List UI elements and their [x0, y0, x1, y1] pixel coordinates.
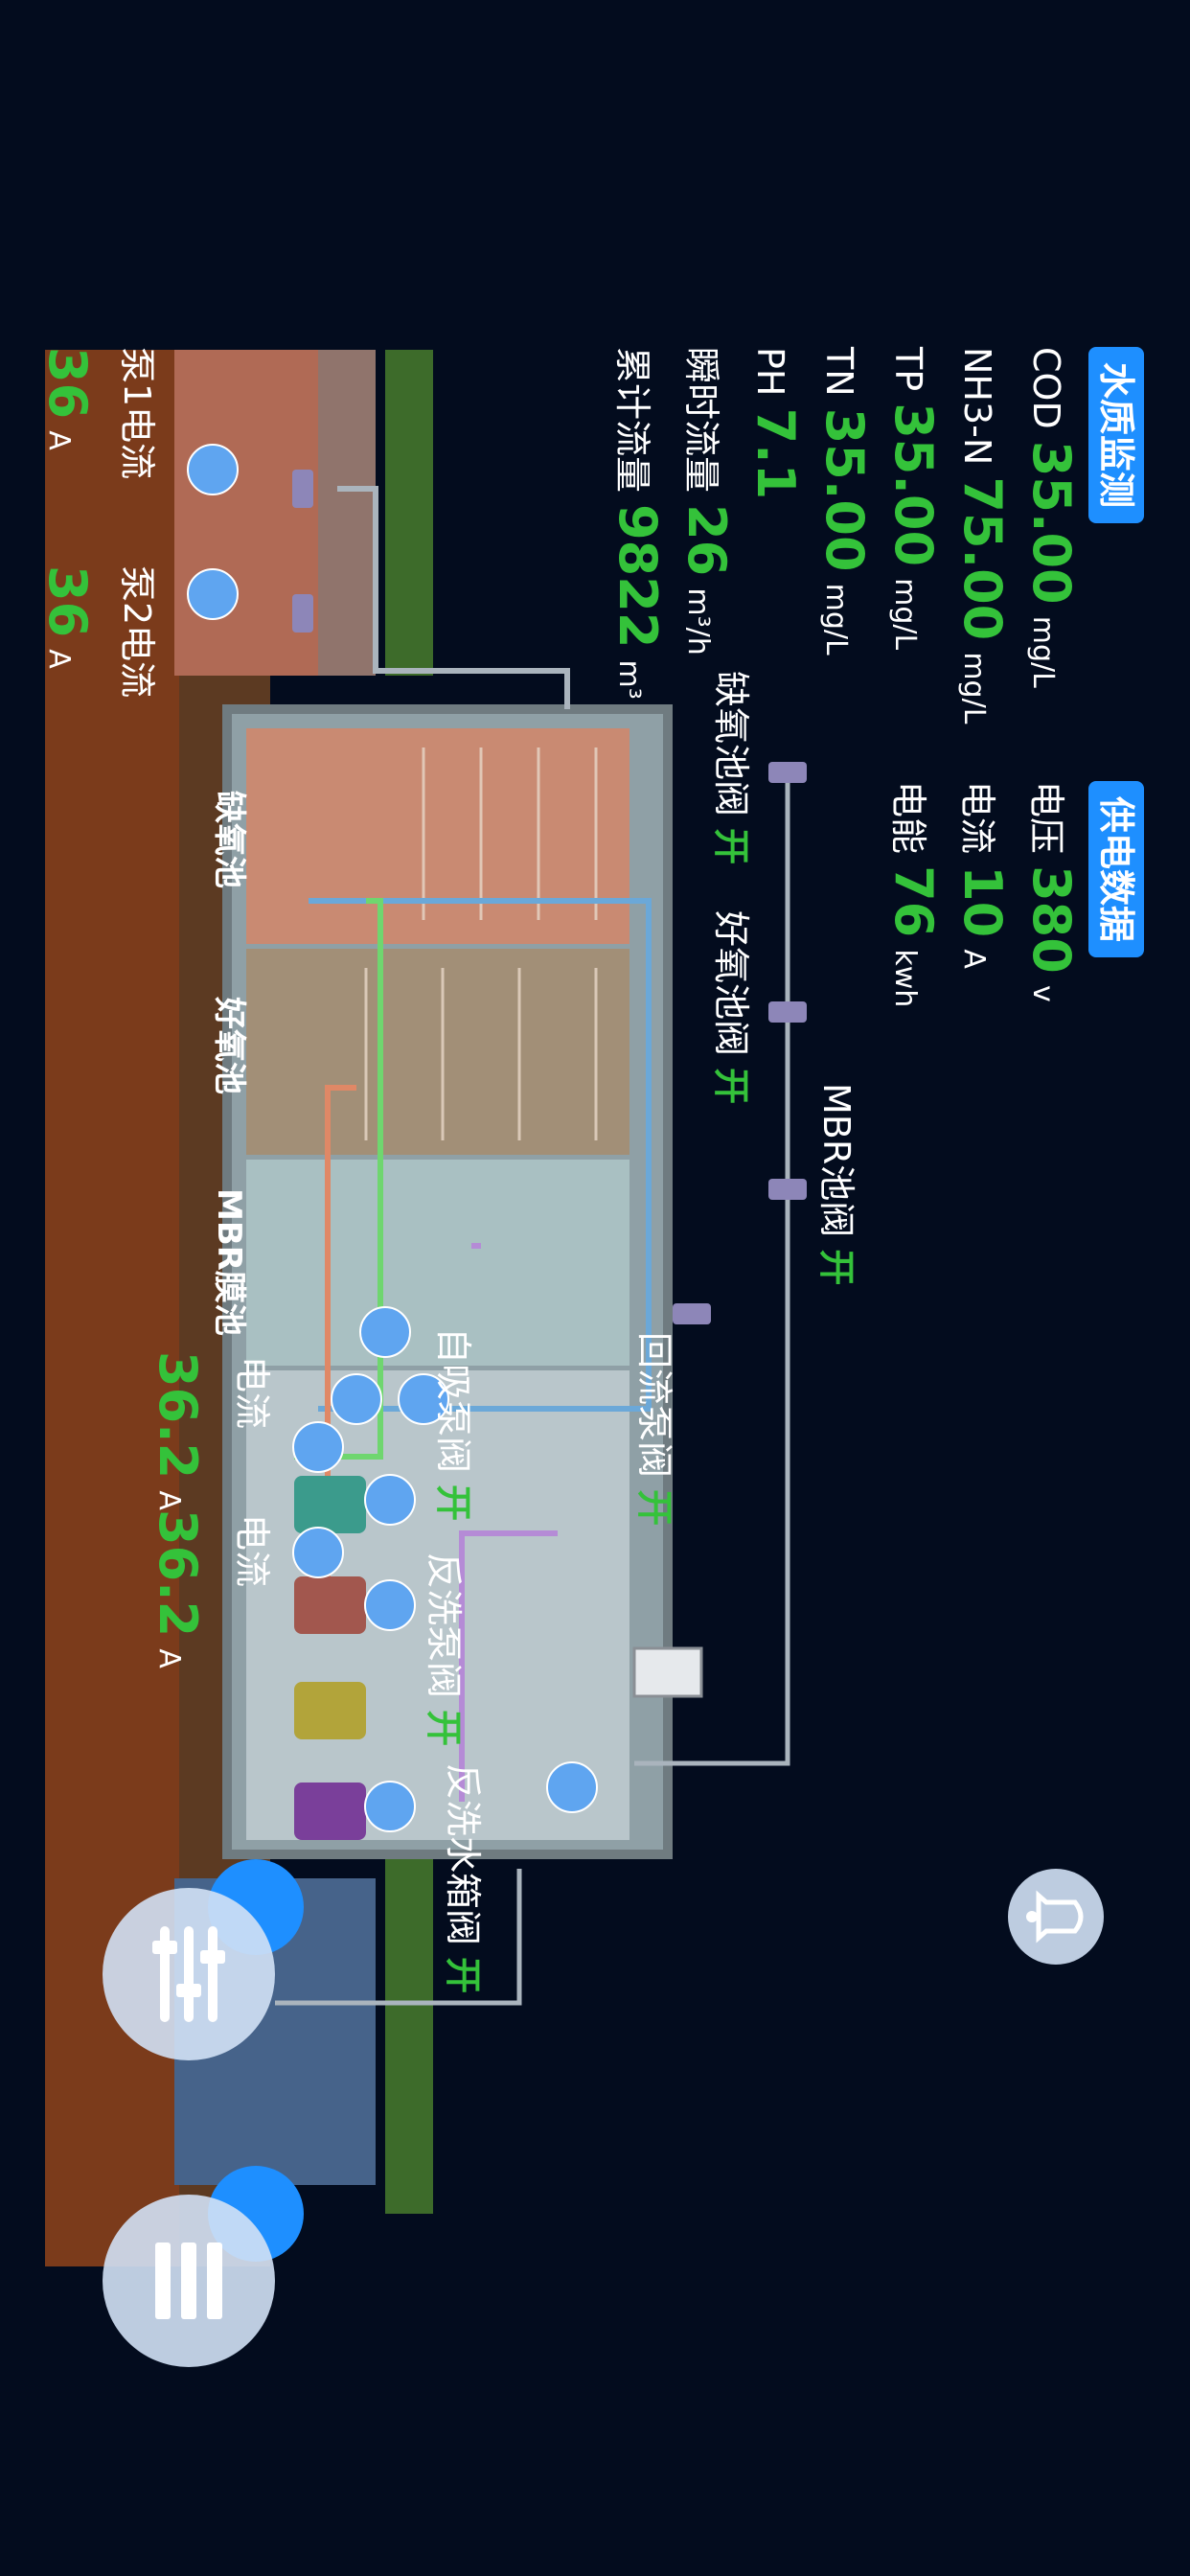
chemical-tank-3 [294, 1682, 366, 1739]
voltage-row: 电压 380 v [1021, 781, 1082, 1002]
fan-icon [364, 1579, 416, 1631]
alarm-button[interactable] [1008, 1869, 1104, 1965]
aerobic-tank-label: 好氧池 [210, 997, 248, 1094]
pump-current-value-1: 36.2 A [148, 1351, 208, 1510]
fan-icon [187, 568, 239, 620]
anoxic-tank-body [246, 728, 629, 944]
bell-icon [1026, 1890, 1084, 1944]
pipe-top [634, 767, 790, 1766]
fan-icon [331, 1373, 382, 1425]
anoxic-tank-label: 缺氧池 [210, 791, 248, 888]
chemical-tank-4 [294, 1782, 366, 1840]
fan-icon [364, 1781, 416, 1832]
fan-icon [546, 1761, 598, 1813]
aerobic-tank-body [246, 949, 629, 1155]
fan-icon [292, 1527, 344, 1578]
fan-icon [364, 1474, 416, 1526]
total-flow-value: 9822 [607, 504, 668, 649]
voltage-value: 380 [1021, 865, 1082, 974]
water-quality-title: 水质监测 [1088, 347, 1144, 524]
bars-icon [155, 2242, 222, 2319]
cod-row: COD 35.00 mg/L [1021, 347, 1082, 688]
aerobic-valve-status[interactable]: 好氧池阀 开 [710, 910, 752, 1105]
mbr-valve-status[interactable]: MBR池阀 开 [815, 1083, 858, 1286]
pipe-inlet [337, 486, 570, 709]
pipe-purple [459, 1530, 558, 1802]
pipe-outlet [275, 1869, 522, 2006]
ph-row: PH 7.1 [745, 347, 806, 500]
total-flow-row: 累计流量 9822 m³ [607, 347, 668, 700]
power-current-row: 电流 10 A [952, 781, 1013, 969]
fan-icon [292, 1421, 344, 1473]
mbr-tank-body [246, 1160, 629, 1366]
chemical-tank-1 [294, 1476, 366, 1533]
reflux-pump-valve-status[interactable]: 回流泵阀 开 [633, 1332, 675, 1527]
energy-row: 电能 76 kwh [883, 781, 944, 1008]
pump2-current-row: 36 A [37, 565, 98, 669]
control-box [632, 1646, 703, 1698]
fan-icon [187, 444, 239, 495]
chemical-tank-2 [294, 1576, 366, 1634]
grass-right [385, 1859, 433, 2214]
cod-value: 35.00 [1021, 440, 1082, 605]
anoxic-valve-status[interactable]: 缺氧池阀 开 [710, 671, 752, 865]
grass-left [385, 350, 433, 676]
sliders-icon [152, 1926, 225, 2022]
instant-flow-value: 26 [676, 504, 737, 577]
ph-value: 7.1 [745, 407, 806, 500]
power-current-value: 10 [952, 865, 1013, 938]
menu-button[interactable] [103, 2195, 275, 2367]
pump-current-value-2: 36.2 A [148, 1509, 208, 1668]
tp-row: TP 35.00 mg/L [883, 347, 944, 651]
soil-strip [45, 350, 184, 2266]
energy-value: 76 [883, 865, 944, 938]
valve-icon-reflux [673, 1303, 711, 1324]
nh3n-value: 75.00 [952, 476, 1013, 641]
self-priming-pump-valve-status[interactable]: 自吸泵阀 开 [432, 1327, 474, 1522]
fan-icon [359, 1306, 411, 1358]
backwash-pump-valve-status[interactable]: 反洗泵阀 开 [423, 1552, 465, 1747]
pump1-current-label: 泵1电流 [116, 347, 158, 480]
pump1-current-row: 36 A [37, 347, 98, 450]
valve-icon-anoxic [768, 762, 807, 783]
valve-icon-aerobic [768, 1001, 807, 1023]
pipe-blue [309, 898, 652, 1412]
pump2-current-label: 泵2电流 [116, 565, 158, 699]
pump-current-label-1: 电流 [231, 1356, 273, 1430]
tn-value: 35.00 [814, 407, 875, 572]
tn-row: TN 35.00 mg/L [814, 347, 875, 656]
power-title: 供电数据 [1088, 781, 1144, 958]
nh3n-row: NH3-N 75.00 mg/L [952, 347, 1013, 724]
mbr-tank-label: MBR膜池 [210, 1188, 248, 1336]
controls-button[interactable] [103, 1888, 275, 2060]
fan-icon [398, 1373, 449, 1425]
backwash-tank-valve-status[interactable]: 反洗水箱阀 开 [442, 1763, 484, 1994]
pump-current-label-2: 电流 [231, 1514, 273, 1588]
valve-icon-mbr [768, 1179, 807, 1200]
instant-flow-row: 瞬时流量 26 m³/h [676, 347, 737, 656]
tp-value: 35.00 [883, 402, 944, 567]
